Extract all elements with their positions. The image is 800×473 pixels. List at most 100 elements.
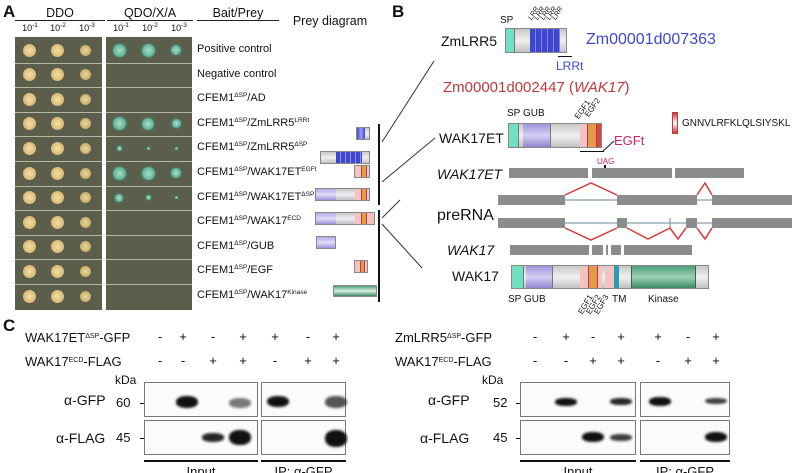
lane-sign: + (589, 353, 597, 368)
dilution-label: 10-1 (113, 22, 129, 33)
wak17-sp-gub-label: SP GUB (508, 294, 546, 305)
yeast-colony-ddo (50, 264, 64, 278)
wak17-protein-label: WAK17 (452, 268, 499, 284)
lane-sign: - (157, 329, 163, 344)
yeast-colony-ddo (50, 289, 64, 303)
yeast-colony-qdo (145, 195, 151, 201)
yeast-colony-qdo (141, 43, 155, 57)
lane-sign: - (563, 353, 569, 368)
lane-sign: - (655, 353, 661, 368)
yeast-colony-qdo (112, 43, 126, 57)
bait-prey-label: CFEM1ΔSP/GUB (197, 239, 275, 252)
western-band (610, 434, 632, 441)
plate-separator (106, 234, 192, 236)
input-blot-gfp (144, 382, 258, 417)
ip-underline (640, 460, 730, 462)
plate-separator (106, 62, 192, 64)
yeast-colony-ddo (50, 43, 64, 57)
yeast-colony-ddo (79, 44, 91, 56)
lane-sign: + (684, 353, 692, 368)
bracket-wak17et (378, 165, 380, 205)
wak17-exon (606, 245, 608, 255)
qdo-header: QDO/X/A (107, 6, 193, 21)
lane-sign: + (209, 353, 217, 368)
egft-pointer (603, 140, 615, 152)
prey-diagram-wak17-kinase (333, 285, 377, 297)
wak17-protein-diagram (511, 265, 709, 289)
yeast-colony-ddo (79, 93, 91, 105)
western-band (229, 398, 251, 408)
yeast-colony-ddo (79, 192, 91, 204)
egft-label: EGFt (614, 133, 645, 148)
ddo-header: DDO (15, 6, 105, 21)
yeast-colony-ddo (50, 68, 64, 82)
yeast-colony-ddo (50, 191, 64, 205)
yeast-colony-qdo (174, 196, 178, 200)
yeast-colony-ddo (22, 215, 36, 229)
input-blot-gfp (520, 382, 636, 417)
lane-sign: + (271, 329, 279, 344)
lane-sign: + (239, 329, 247, 344)
wak17-kinase-label: Kinase (648, 294, 679, 305)
zmlrr5-gene-id: Zm00001d007363 (586, 31, 716, 48)
lane-sign: + (179, 329, 187, 344)
input-label: Input (186, 464, 216, 473)
lane-sign: + (304, 353, 312, 368)
yeast-colony-ddo (22, 289, 36, 303)
lrrt-underline (558, 56, 572, 57)
ip-label: IP: α-GFP (655, 464, 715, 473)
yeast-colony-qdo (171, 45, 181, 55)
yeast-colony-ddo (50, 166, 64, 180)
marker-tick (140, 438, 144, 439)
ip-label: IP: α-GFP (274, 464, 333, 473)
lane-sign: - (157, 353, 163, 368)
plate-separator (106, 210, 192, 212)
yeast-colony-qdo (116, 145, 122, 151)
prey-diagram-gub (316, 236, 336, 249)
prey-diagram-wak17et-dsp (315, 188, 370, 201)
plate-separator (106, 185, 192, 187)
yeast-colony-ddo (79, 142, 91, 154)
wak17-exon (624, 245, 692, 255)
plate-separator (15, 161, 102, 162)
prerna-upper (498, 181, 792, 205)
lane-sign: - (272, 353, 278, 368)
wak17et-exon (675, 168, 744, 178)
ip-underline (261, 460, 346, 462)
plate-separator (15, 185, 102, 187)
plate-separator (106, 136, 192, 138)
lane-sign: + (617, 353, 625, 368)
lane-sign: + (617, 329, 625, 344)
yeast-colony-qdo (115, 193, 123, 202)
yeast-colony-ddo (22, 68, 36, 82)
yeast-colony-ddo (79, 265, 91, 277)
input-label: Input (563, 464, 593, 473)
wak17et-transcript-label: WAK17ET (437, 166, 503, 182)
lane-sign: - (532, 353, 538, 368)
dilution-label: 10-3 (171, 22, 187, 33)
marker-label-flag: 45 (116, 430, 131, 445)
input-underline (144, 460, 258, 462)
bait-prey-label: CFEM1ΔSP/WAK17ETEGFt (197, 166, 317, 178)
western-band (705, 398, 727, 404)
plate-separator (15, 62, 102, 64)
yeast-colony-ddo (50, 92, 64, 106)
prerna-lower (498, 218, 792, 241)
lane-sign: + (654, 329, 662, 344)
yeast-colony-ddo (79, 118, 91, 130)
plate-separator (15, 111, 102, 113)
bait-prey-header: Bait/Prey (197, 6, 279, 21)
bait-prey-label: Negative control (197, 67, 277, 80)
wak17et-sp-gub-label: SP GUB (507, 108, 545, 119)
plate-separator (106, 259, 192, 261)
antibody-label-flag: α-FLAG (420, 430, 470, 446)
lane-sign: - (210, 329, 216, 344)
western-band (610, 398, 632, 405)
yeast-colony-ddo (79, 216, 91, 228)
prey-diagram-zmlrr5-lrrt (356, 127, 370, 140)
marker-label-flag: 45 (493, 430, 508, 445)
marker-label-gfp: 52 (493, 395, 508, 410)
western-band (325, 430, 347, 447)
prey-diagram-wak17-ecd (315, 212, 375, 225)
egft-underline (580, 151, 604, 152)
